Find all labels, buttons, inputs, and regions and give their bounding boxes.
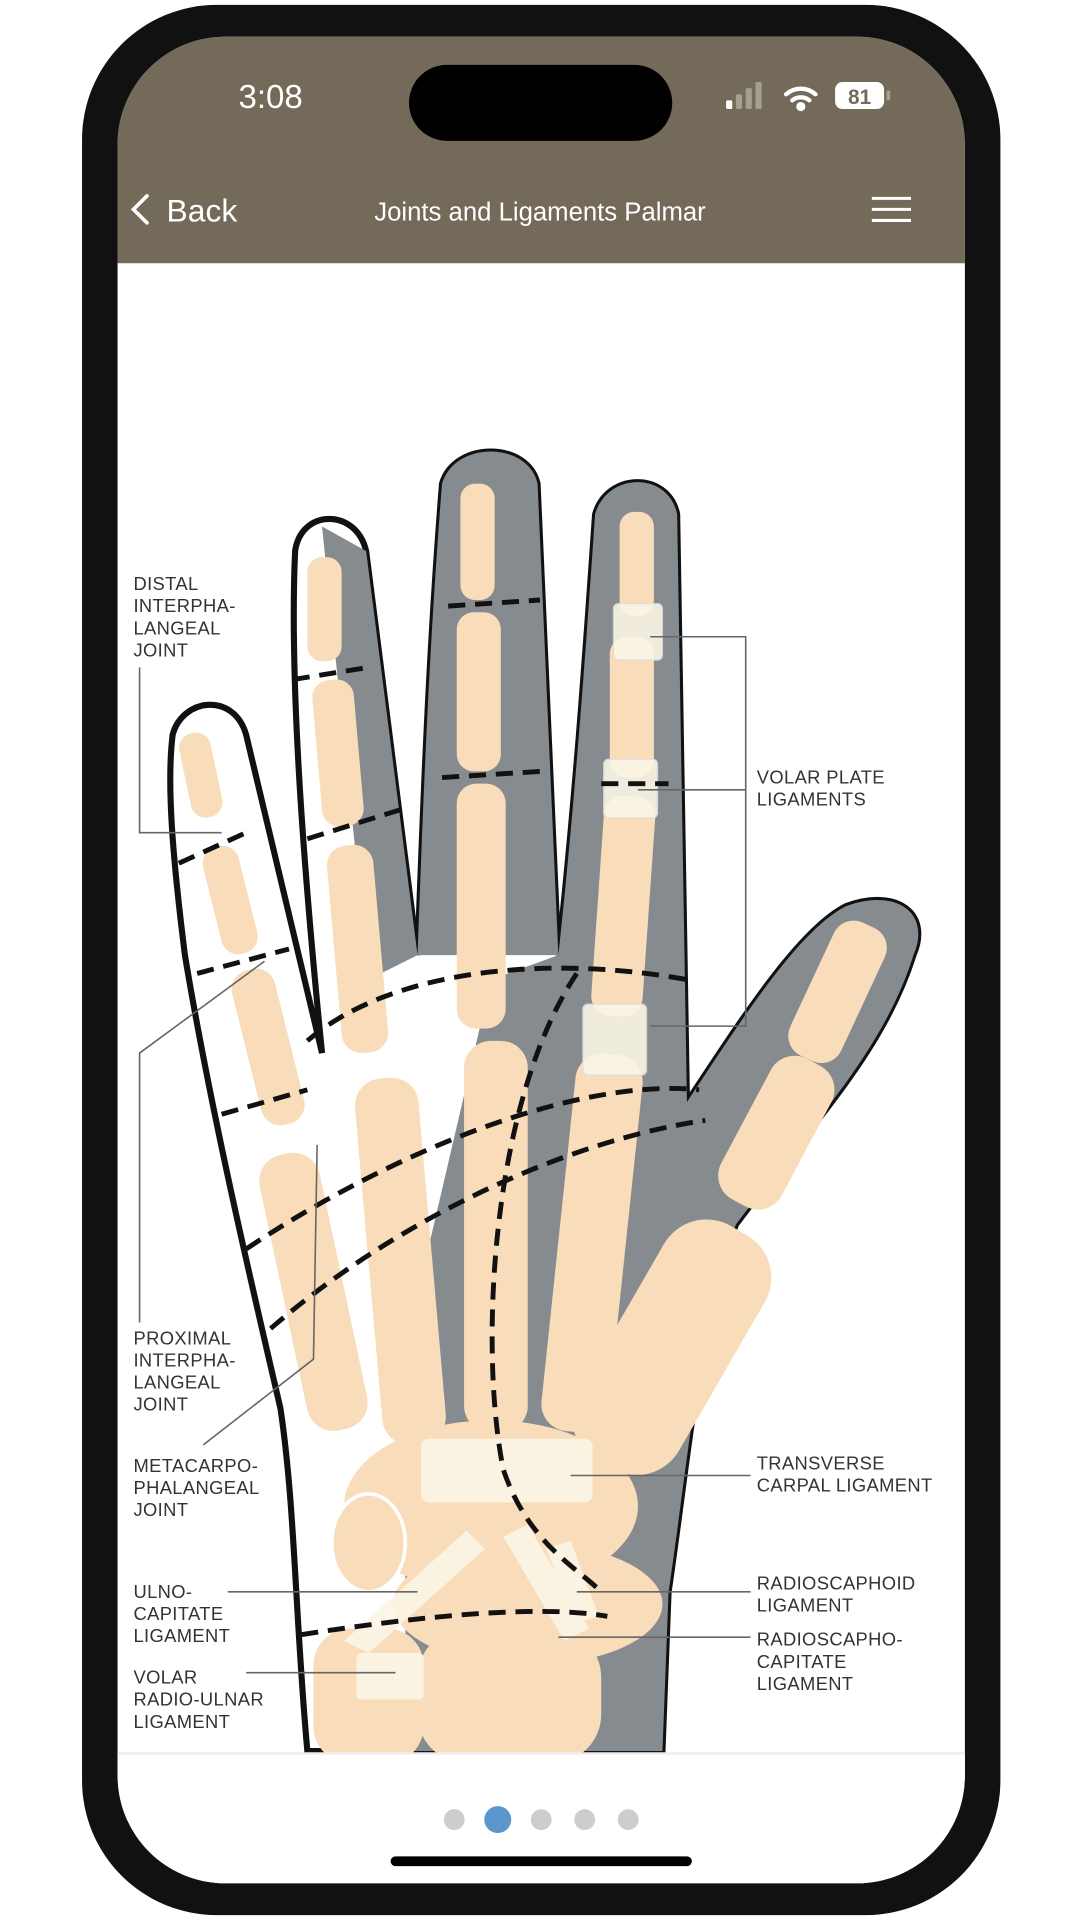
page-dot[interactable] (574, 1809, 596, 1830)
status-time: 3:08 (238, 79, 302, 116)
page-dot[interactable] (530, 1809, 552, 1830)
label-text: VOLAR PLATE (757, 767, 885, 788)
page-indicator[interactable] (443, 1806, 639, 1834)
home-indicator (390, 1856, 692, 1867)
label-text: LANGEAL (133, 1372, 220, 1393)
label-text: LIGAMENT (133, 1625, 230, 1646)
label-text: CAPITATE (757, 1651, 847, 1672)
battery-icon: 81 (835, 82, 891, 109)
label-text: RADIOSCAPHO- (757, 1629, 903, 1650)
label-text: CARPAL LIGAMENT (757, 1474, 933, 1495)
label-text: PHALANGEAL (133, 1477, 259, 1498)
back-label: Back (167, 193, 238, 229)
bones (179, 483, 887, 1764)
back-button[interactable]: Back (130, 193, 238, 229)
palm-creases (177, 597, 706, 1638)
label-text: JOINT (133, 1499, 188, 1520)
nav-bar (117, 36, 965, 264)
label-text: LIGAMENT (757, 1594, 854, 1615)
label-text: RADIO-ULNAR (133, 1689, 264, 1710)
label-text: METACARPO- (133, 1455, 258, 1476)
label-text: JOINT (133, 639, 188, 660)
label-text: VOLAR (133, 1667, 197, 1688)
label-text: CAPITATE (133, 1603, 223, 1624)
wifi-icon (783, 86, 818, 112)
label-text: LIGAMENTS (757, 789, 866, 810)
chevron-left-icon (130, 194, 149, 225)
page-title: Joints and Ligaments Palmar (374, 198, 706, 226)
label-text: LANGEAL (133, 617, 220, 638)
label-text: RADIOSCAPHOID (757, 1572, 916, 1593)
label-text: TRANSVERSE (757, 1452, 885, 1473)
battery-level: 81 (848, 86, 871, 109)
signal-icon (726, 82, 762, 109)
label-text: JOINT (133, 1394, 188, 1415)
page-dot-active[interactable] (484, 1806, 512, 1834)
label-text: ULNO- (133, 1581, 192, 1602)
label-text: PROXIMAL (133, 1327, 231, 1348)
label-text: INTERPHA- (133, 1350, 235, 1371)
page-dot[interactable] (617, 1809, 639, 1830)
label-text: LIGAMENT (757, 1673, 854, 1694)
label-text: DISTAL (133, 573, 198, 594)
hand-illustration (167, 448, 922, 1764)
page-dot[interactable] (443, 1809, 465, 1830)
dynamic-island (408, 64, 673, 141)
label-text: LIGAMENT (133, 1711, 230, 1732)
leader-lines (138, 635, 751, 1674)
ring-finger-shadow (322, 526, 418, 980)
hamburger-icon[interactable] (871, 196, 912, 222)
label-text: INTERPHA- (133, 595, 235, 616)
